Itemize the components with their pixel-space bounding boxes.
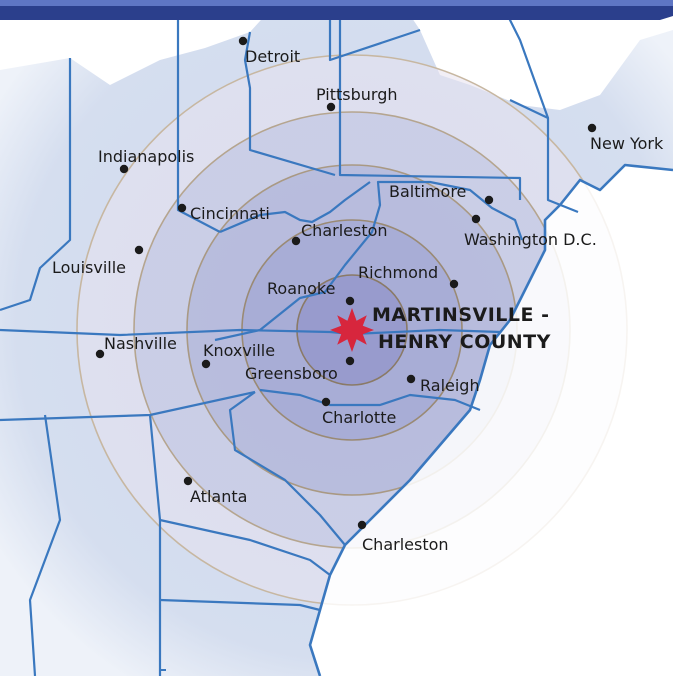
- city-label: Charleston: [301, 221, 388, 240]
- city-dot: [119, 164, 129, 174]
- city-baltimore[interactable]: Baltimore: [389, 182, 494, 205]
- city-new-york[interactable]: New York: [587, 123, 664, 153]
- city-label: Roanoke: [267, 279, 335, 298]
- city-label: Cincinnati: [190, 204, 270, 223]
- city-cincinnati[interactable]: Cincinnati: [177, 203, 270, 223]
- city-dot: [471, 214, 481, 224]
- city-dot: [345, 356, 355, 366]
- city-label: Baltimore: [389, 182, 466, 201]
- bottom-tick: [160, 669, 166, 671]
- city-label: Atlanta: [190, 487, 247, 506]
- city-greensboro[interactable]: Greensboro: [245, 356, 355, 383]
- city-label: Indianapolis: [98, 147, 194, 166]
- city-dot: [177, 203, 187, 213]
- city-dot: [95, 349, 105, 359]
- cities-layer: Detroit Pittsburgh New York Indianapolis…: [52, 36, 664, 554]
- city-label: Detroit: [245, 47, 300, 66]
- city-louisville[interactable]: Louisville: [52, 245, 144, 277]
- city-raleigh[interactable]: Raleigh: [406, 374, 480, 395]
- center-marker[interactable]: MARTINSVILLE - HENRY COUNTY: [330, 304, 551, 353]
- city-atlanta[interactable]: Atlanta: [183, 476, 248, 506]
- city-label: Raleigh: [420, 376, 480, 395]
- city-nashville[interactable]: Nashville: [95, 334, 177, 359]
- city-charleston-wv[interactable]: Charleston: [291, 221, 388, 246]
- city-label: Greensboro: [245, 364, 338, 383]
- city-dot: [326, 102, 336, 112]
- city-detroit[interactable]: Detroit: [238, 36, 300, 66]
- city-dot: [345, 296, 355, 306]
- city-charleston-sc[interactable]: Charleston: [357, 520, 449, 554]
- center-title-line1: MARTINSVILLE -: [372, 304, 549, 326]
- city-washington-dc[interactable]: Washington D.C.: [464, 214, 597, 249]
- city-label: Pittsburgh: [316, 85, 398, 104]
- city-label: Charlotte: [322, 408, 396, 427]
- city-dot: [238, 36, 248, 46]
- ocean: [310, 165, 673, 676]
- city-pittsburgh[interactable]: Pittsburgh: [316, 85, 398, 112]
- city-roanoke[interactable]: Roanoke: [267, 279, 355, 306]
- title-bar-highlight: [0, 0, 673, 6]
- city-label: Washington D.C.: [464, 230, 597, 249]
- city-dot: [134, 245, 144, 255]
- city-dot: [357, 520, 367, 530]
- city-dot: [587, 123, 597, 133]
- center-title-line2: HENRY COUNTY: [378, 331, 551, 353]
- city-dot: [484, 195, 494, 205]
- city-knoxville[interactable]: Knoxville: [201, 341, 275, 369]
- city-label: Knoxville: [203, 341, 275, 360]
- city-label: Richmond: [358, 263, 438, 282]
- city-dot: [449, 279, 459, 289]
- city-charlotte[interactable]: Charlotte: [321, 397, 397, 427]
- city-dot: [321, 397, 331, 407]
- city-label: New York: [590, 134, 664, 153]
- city-label: Nashville: [104, 334, 177, 353]
- city-label: Charleston: [362, 535, 449, 554]
- city-indianapolis[interactable]: Indianapolis: [98, 147, 194, 174]
- city-label: Louisville: [52, 258, 126, 277]
- city-dot: [201, 359, 211, 369]
- city-dot: [183, 476, 193, 486]
- city-dot: [406, 374, 416, 384]
- city-richmond[interactable]: Richmond: [358, 263, 459, 289]
- city-dot: [291, 236, 301, 246]
- star-icon: [330, 308, 374, 352]
